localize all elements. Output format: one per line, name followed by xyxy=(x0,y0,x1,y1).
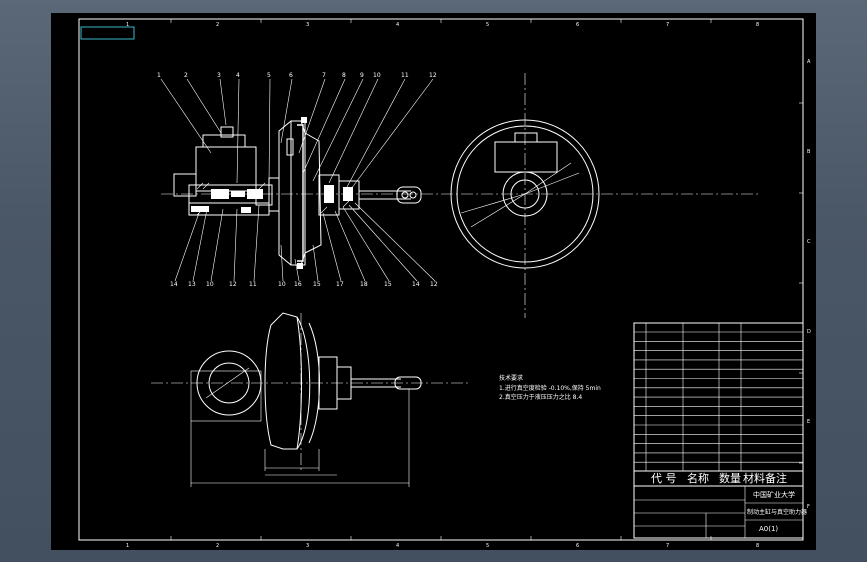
drawing-number: A0(1) xyxy=(759,525,778,533)
svg-text:7: 7 xyxy=(666,543,669,549)
notes-line: 1.进行真空度检验 -0.10%,保持 5min xyxy=(499,384,601,392)
balloon-label: 12 xyxy=(430,281,438,288)
balloon-label: 4 xyxy=(236,72,240,79)
notes-line: 2.真空压力于液压压力之比 8.4 xyxy=(499,393,582,401)
balloon-label: 10 xyxy=(206,281,214,288)
drawing-title: 制动主缸与真空助力器 xyxy=(747,508,807,516)
balloon-label: 11 xyxy=(249,281,257,288)
header-qty: 数量 xyxy=(719,472,741,485)
reference-box xyxy=(80,26,135,40)
svg-text:4: 4 xyxy=(396,543,399,549)
svg-text:C: C xyxy=(807,239,811,245)
svg-text:8: 8 xyxy=(756,22,759,28)
svg-text:5: 5 xyxy=(486,22,489,28)
balloon-label: 11 xyxy=(401,72,409,79)
balloon-label: 14 xyxy=(170,281,178,288)
balloon-label: 15 xyxy=(313,281,321,288)
balloon-label: 1 xyxy=(157,72,161,79)
svg-text:F: F xyxy=(807,504,810,510)
balloon-label: 17 xyxy=(336,281,344,288)
svg-text:B: B xyxy=(807,149,811,155)
balloon-label: 6 xyxy=(289,72,293,79)
balloon-label: 13 xyxy=(188,281,196,288)
drawing-canvas: 1 2 3 4 5 6 7 8 9 10 11 12 14 13 10 12 1… xyxy=(51,13,816,550)
balloon-label: 10 xyxy=(278,281,286,288)
border-ticks xyxy=(170,19,803,540)
svg-text:3: 3 xyxy=(306,543,309,549)
balloon-label: 12 xyxy=(229,281,237,288)
balloon-label: 7 xyxy=(322,72,326,79)
header-code: 代 号 xyxy=(651,472,677,485)
svg-text:E: E xyxy=(807,419,810,425)
svg-text:1: 1 xyxy=(126,543,129,549)
bottom-view xyxy=(151,312,471,487)
svg-text:2: 2 xyxy=(216,543,219,549)
svg-text:8: 8 xyxy=(756,543,759,549)
header-name: 名称 xyxy=(687,471,709,485)
balloon-label: 2 xyxy=(184,72,188,79)
balloon-label: 12 xyxy=(429,72,437,79)
balloon-label: 5 xyxy=(267,72,271,79)
svg-text:6: 6 xyxy=(576,543,579,549)
svg-text:5: 5 xyxy=(486,543,489,549)
svg-text:6: 6 xyxy=(576,22,579,28)
side-view xyxy=(450,73,600,318)
svg-text:1: 1 xyxy=(126,22,129,28)
bottom-balloon-labels: 14 13 10 12 11 10 16 15 17 18 15 14 12 xyxy=(170,281,438,288)
balloon-label: 3 xyxy=(217,72,221,79)
svg-text:D: D xyxy=(807,329,811,335)
header-remark: 备注 xyxy=(765,471,787,485)
technical-drawing: 1 2 3 4 5 6 7 8 9 10 11 12 14 13 10 12 1… xyxy=(78,18,811,549)
header-material: 材料 xyxy=(743,471,765,485)
technical-notes: 技术要求 1.进行真空度检验 -0.10%,保持 5min 2.真空压力于液压压… xyxy=(499,374,601,401)
balloon-label: 14 xyxy=(412,281,420,288)
svg-text:2: 2 xyxy=(216,22,219,28)
leader-lines xyxy=(160,78,436,282)
notes-title: 技术要求 xyxy=(499,374,523,382)
border-labels: 1 2 3 4 5 6 7 8 1 2 3 4 5 6 7 8 A B C D … xyxy=(126,22,811,549)
drawing-frame xyxy=(78,18,804,541)
balloon-label: 15 xyxy=(384,281,392,288)
school-name: 中国矿业大学 xyxy=(753,490,795,499)
svg-text:4: 4 xyxy=(396,22,399,28)
svg-text:A: A xyxy=(807,59,811,65)
balloon-label: 18 xyxy=(360,281,368,288)
svg-text:3: 3 xyxy=(306,22,309,28)
svg-text:7: 7 xyxy=(666,22,669,28)
balloon-label: 16 xyxy=(294,281,302,288)
top-balloon-labels: 1 2 3 4 5 6 7 8 9 10 11 12 xyxy=(157,72,437,79)
title-block: 代 号 名称 数量 材料 备注 中国矿业大学 制动主缸与真空助力器 A0(1) xyxy=(633,322,807,539)
balloon-label: 8 xyxy=(342,72,346,79)
section-view xyxy=(161,117,761,269)
balloon-label: 9 xyxy=(360,72,364,79)
balloon-label: 10 xyxy=(373,72,381,79)
